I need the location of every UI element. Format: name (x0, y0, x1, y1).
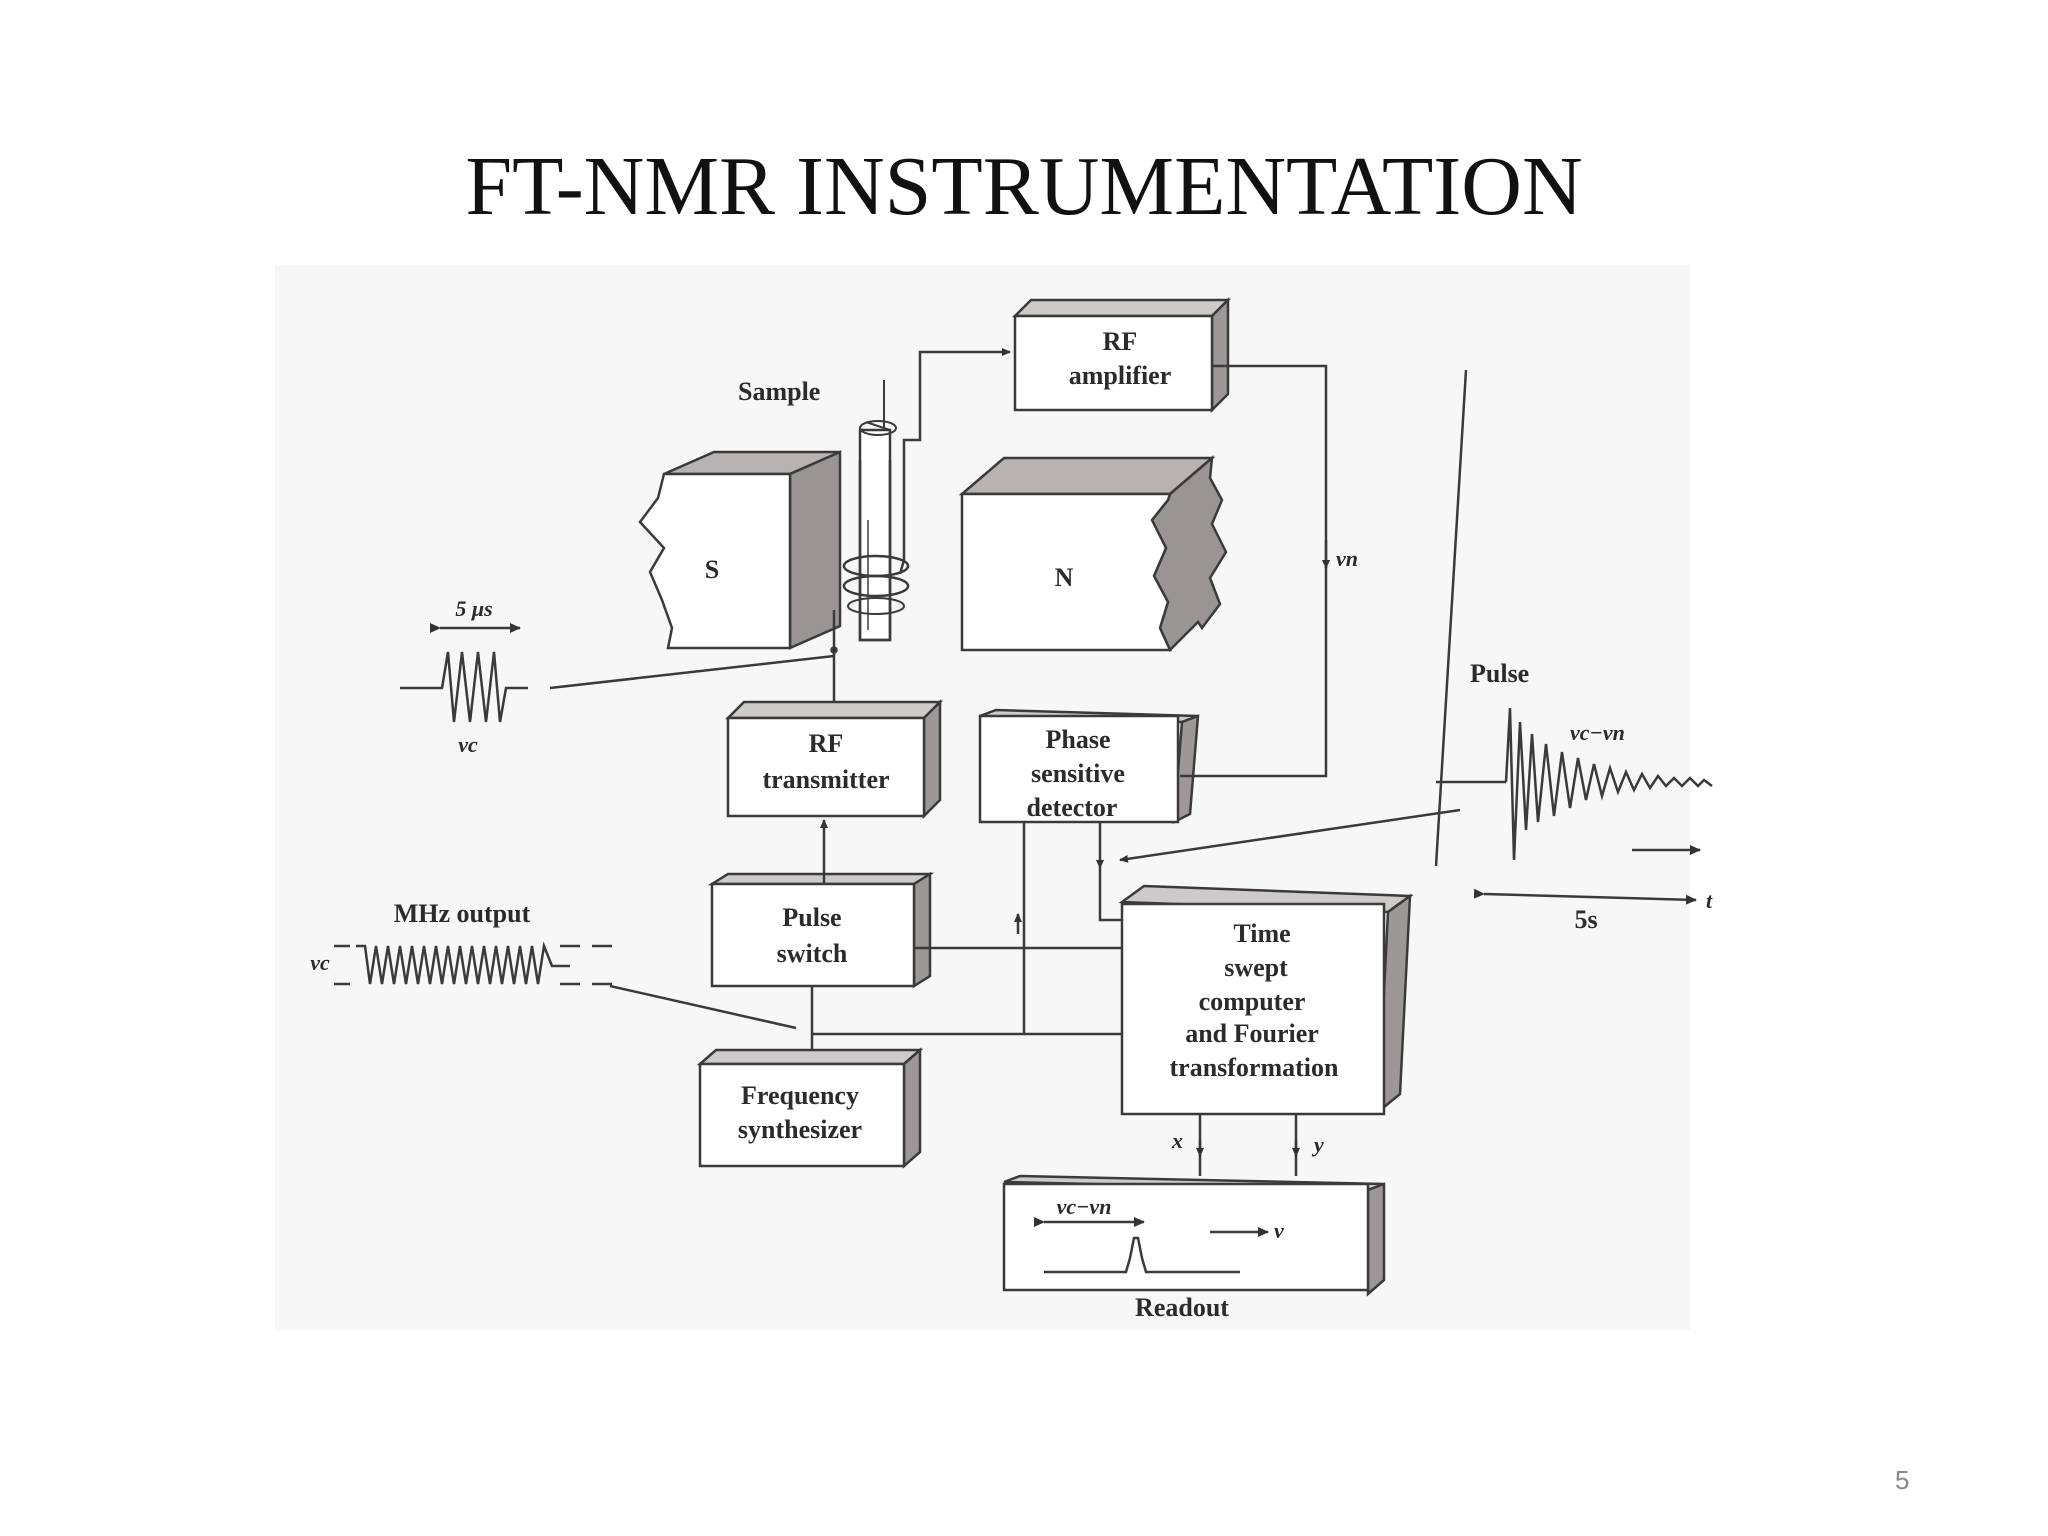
phase-detector-label-3: detector (1027, 793, 1118, 822)
time-axis-label: t (1706, 888, 1713, 913)
rf-transmitter-label-2: transmitter (762, 765, 889, 794)
magnet-north-pole (958, 455, 1228, 653)
computer-label-5: transformation (1170, 1053, 1340, 1082)
slide-title: FT-NMR INSTRUMENTATION (465, 140, 1583, 233)
rf-amplifier-block (1011, 296, 1232, 414)
rf-amplifier-label-1: RF (1103, 327, 1138, 356)
pulse-switch-block (707, 871, 935, 989)
y-signal-label: y (1311, 1132, 1324, 1157)
phase-detector-label-2: sensitive (1031, 759, 1125, 788)
pulse-switch-label-2: switch (777, 939, 848, 968)
readout-spectrum (1034, 1217, 1269, 1274)
computer-label-2: swept (1224, 953, 1288, 982)
mhz-output-label: MHz output (394, 899, 531, 928)
rf-amplifier-label-2: amplifier (1069, 361, 1172, 390)
frequency-synthesizer-label-2: synthesizer (738, 1115, 862, 1144)
page-number: 5 (1895, 1465, 1910, 1495)
computer-label-3: computer (1199, 987, 1306, 1016)
nu-n-label: νn (1336, 546, 1358, 571)
north-pole-label: N (1055, 563, 1074, 592)
readout-label: Readout (1135, 1293, 1229, 1322)
computer-block (1118, 884, 1414, 1116)
fid-graph (1434, 369, 1713, 905)
nu-c-output-label: νc (310, 950, 330, 975)
sample-coil (842, 554, 910, 615)
frequency-synthesizer-block (696, 1047, 924, 1169)
phase-detector-label-1: Phase (1046, 725, 1111, 754)
magnet-south-pole (638, 450, 842, 650)
x-signal-label: x (1171, 1128, 1183, 1153)
rf-transmitter-block (724, 698, 944, 820)
computer-label-4: and Fourier (1185, 1019, 1319, 1048)
pulse-label: Pulse (1470, 659, 1529, 688)
mhz-output-waveform (334, 941, 612, 986)
sample-label: Sample (738, 377, 820, 406)
nu-c-input-label: νc (458, 732, 478, 757)
pulse-width-label: 5 μs (455, 596, 492, 621)
sample-tube (858, 380, 897, 642)
computer-label-1: Time (1233, 919, 1290, 948)
south-pole-label: S (705, 555, 719, 584)
beat-frequency-label: νc−νn (1570, 720, 1625, 745)
rf-transmitter-label-1: RF (809, 729, 844, 758)
pulse-switch-label-1: Pulse (782, 903, 841, 932)
frequency-synthesizer-label-1: Frequency (741, 1081, 859, 1110)
input-pulse-waveform (400, 623, 528, 723)
readout-frequency-label: νc−νn (1057, 1194, 1112, 1219)
frequency-axis-label: ν (1274, 1218, 1284, 1243)
phase-sensitive-detector-block (978, 708, 1200, 825)
decay-time-label: 5s (1574, 905, 1597, 934)
signal-wires (549, 348, 1461, 1176)
